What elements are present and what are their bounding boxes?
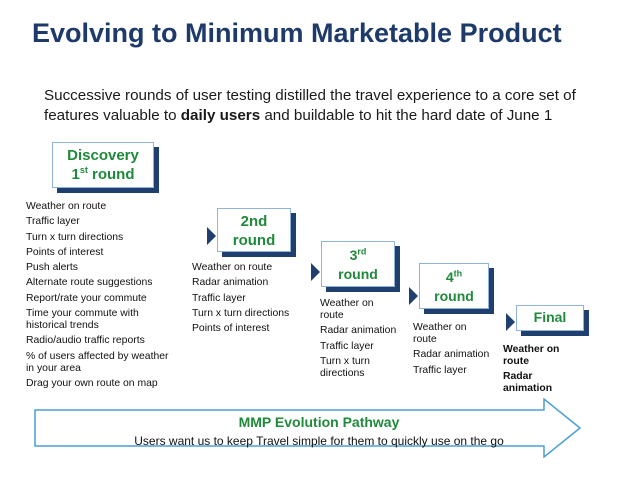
list-item: Traffic layer [320, 340, 374, 352]
round-3-pointer [311, 263, 320, 281]
list-item: Radar animation [413, 349, 490, 361]
round-4-pointer [409, 287, 418, 305]
list-item: Turn x turn directions [320, 355, 370, 379]
round-2-label-line1: 2nd [240, 213, 268, 230]
list-item: Time your commute with historical trends [26, 308, 139, 332]
round-1-label-line2: 1st round [71, 165, 135, 184]
list-item: Push alerts [26, 262, 78, 274]
page-title: Evolving to Minimum Marketable Product [32, 18, 562, 48]
subtitle-bold: daily users [180, 107, 261, 124]
round-3-features: Weather on route Radar animation Traffic… [320, 298, 400, 383]
round-3-label-line1: 3rd [349, 246, 367, 263]
round-1-label-line1: Discovery [67, 147, 139, 164]
subtitle-text-1: Successive rounds of user testing distil… [44, 87, 576, 124]
round-2-pointer [207, 227, 216, 245]
round-3-label-line2: round [338, 266, 378, 282]
final-box: Final [516, 305, 584, 331]
list-item: Alternate route suggestions [26, 277, 153, 289]
round-3-box: 3rd round [321, 241, 395, 287]
pathway-title: MMP Evolution Pathway [238, 414, 400, 430]
list-item: Radio/audio traffic reports [26, 335, 145, 347]
subtitle-text-2: and buildable to hit the hard date of Ju… [260, 107, 553, 124]
round-2-label-line2: round [232, 232, 276, 249]
list-item: Radar animation [320, 325, 397, 337]
list-item: Weather on route [192, 262, 273, 273]
round-4-box: 4th round [419, 263, 489, 309]
round-1-box: Discovery 1st round [52, 142, 154, 188]
list-item: Traffic layer [26, 216, 80, 228]
round-2-box: 2nd round [217, 208, 291, 252]
final-features: Weather on route Radar animation [503, 344, 583, 399]
round-2-features: Weather on route Radar animation Traffic… [192, 262, 312, 338]
subtitle: Successive rounds of user testing distil… [44, 86, 624, 126]
list-item: Traffic layer [192, 292, 246, 304]
list-item: % of users affected by weather in your a… [26, 350, 169, 374]
list-item: Weather on route [413, 322, 467, 345]
list-item: Radar animation [503, 371, 553, 395]
list-item: Points of interest [192, 323, 270, 335]
round-4-label-line2: round [434, 288, 474, 304]
list-item: Weather on route [320, 298, 374, 321]
list-item: Report/rate your commute [26, 292, 147, 304]
pathway-arrow [34, 398, 582, 458]
final-pointer [506, 313, 515, 331]
round-4-label-line1: 4th [445, 268, 463, 285]
list-item: Points of interest [26, 246, 104, 258]
round-4-features: Weather on route Radar animation Traffic… [413, 322, 493, 380]
pathway-text: Users want us to keep Travel simple for … [134, 434, 504, 448]
list-item: Turn x turn directions [26, 231, 124, 243]
list-item: Weather on route [503, 344, 560, 367]
list-item: Turn x turn directions [192, 307, 290, 319]
list-item: Traffic layer [413, 364, 467, 376]
round-1-features: Weather on route Traffic layer Turn x tu… [26, 201, 176, 393]
list-item: Weather on route [26, 201, 107, 212]
list-item: Radar animation [192, 277, 269, 289]
final-label: Final [533, 309, 567, 325]
list-item: Drag your own route on map [26, 377, 158, 389]
